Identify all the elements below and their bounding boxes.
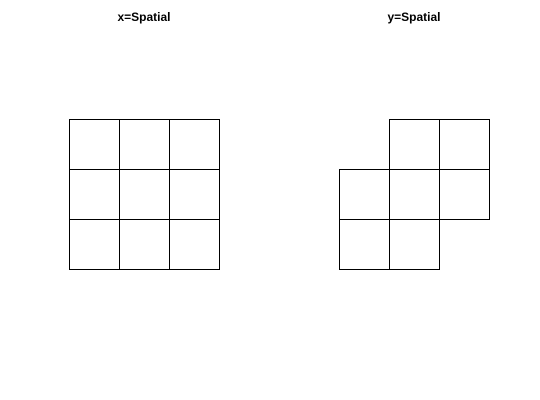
grid-cell-r2-c1 (119, 219, 170, 270)
grid-cell-r0-c1 (389, 119, 440, 170)
grid-cell-r2-c0 (339, 219, 390, 270)
grid-cell-r0-c2 (169, 119, 220, 170)
panel-title-y-spatial: y=Spatial (387, 10, 441, 24)
grid-cell-r1-c2 (439, 169, 490, 220)
grid-cell-r1-c0 (339, 169, 390, 220)
panel-y-spatial-grid (339, 119, 490, 270)
panel-title-x-spatial: x=Spatial (117, 10, 171, 24)
grid-cell-r1-c0 (69, 169, 120, 220)
grid-cell-r0-c1 (119, 119, 170, 170)
grid-cell-r2-c1 (389, 219, 440, 270)
grid-cell-r2-c0 (69, 219, 120, 270)
panel-x-spatial-grid (69, 119, 220, 270)
grid-cell-r2-c2 (169, 219, 220, 270)
grid-cell-r0-c2 (439, 119, 490, 170)
grid-cell-r1-c2 (169, 169, 220, 220)
grid-cell-r1-c1 (389, 169, 440, 220)
grid-cell-r1-c1 (119, 169, 170, 220)
grid-cell-r0-c0 (69, 119, 120, 170)
